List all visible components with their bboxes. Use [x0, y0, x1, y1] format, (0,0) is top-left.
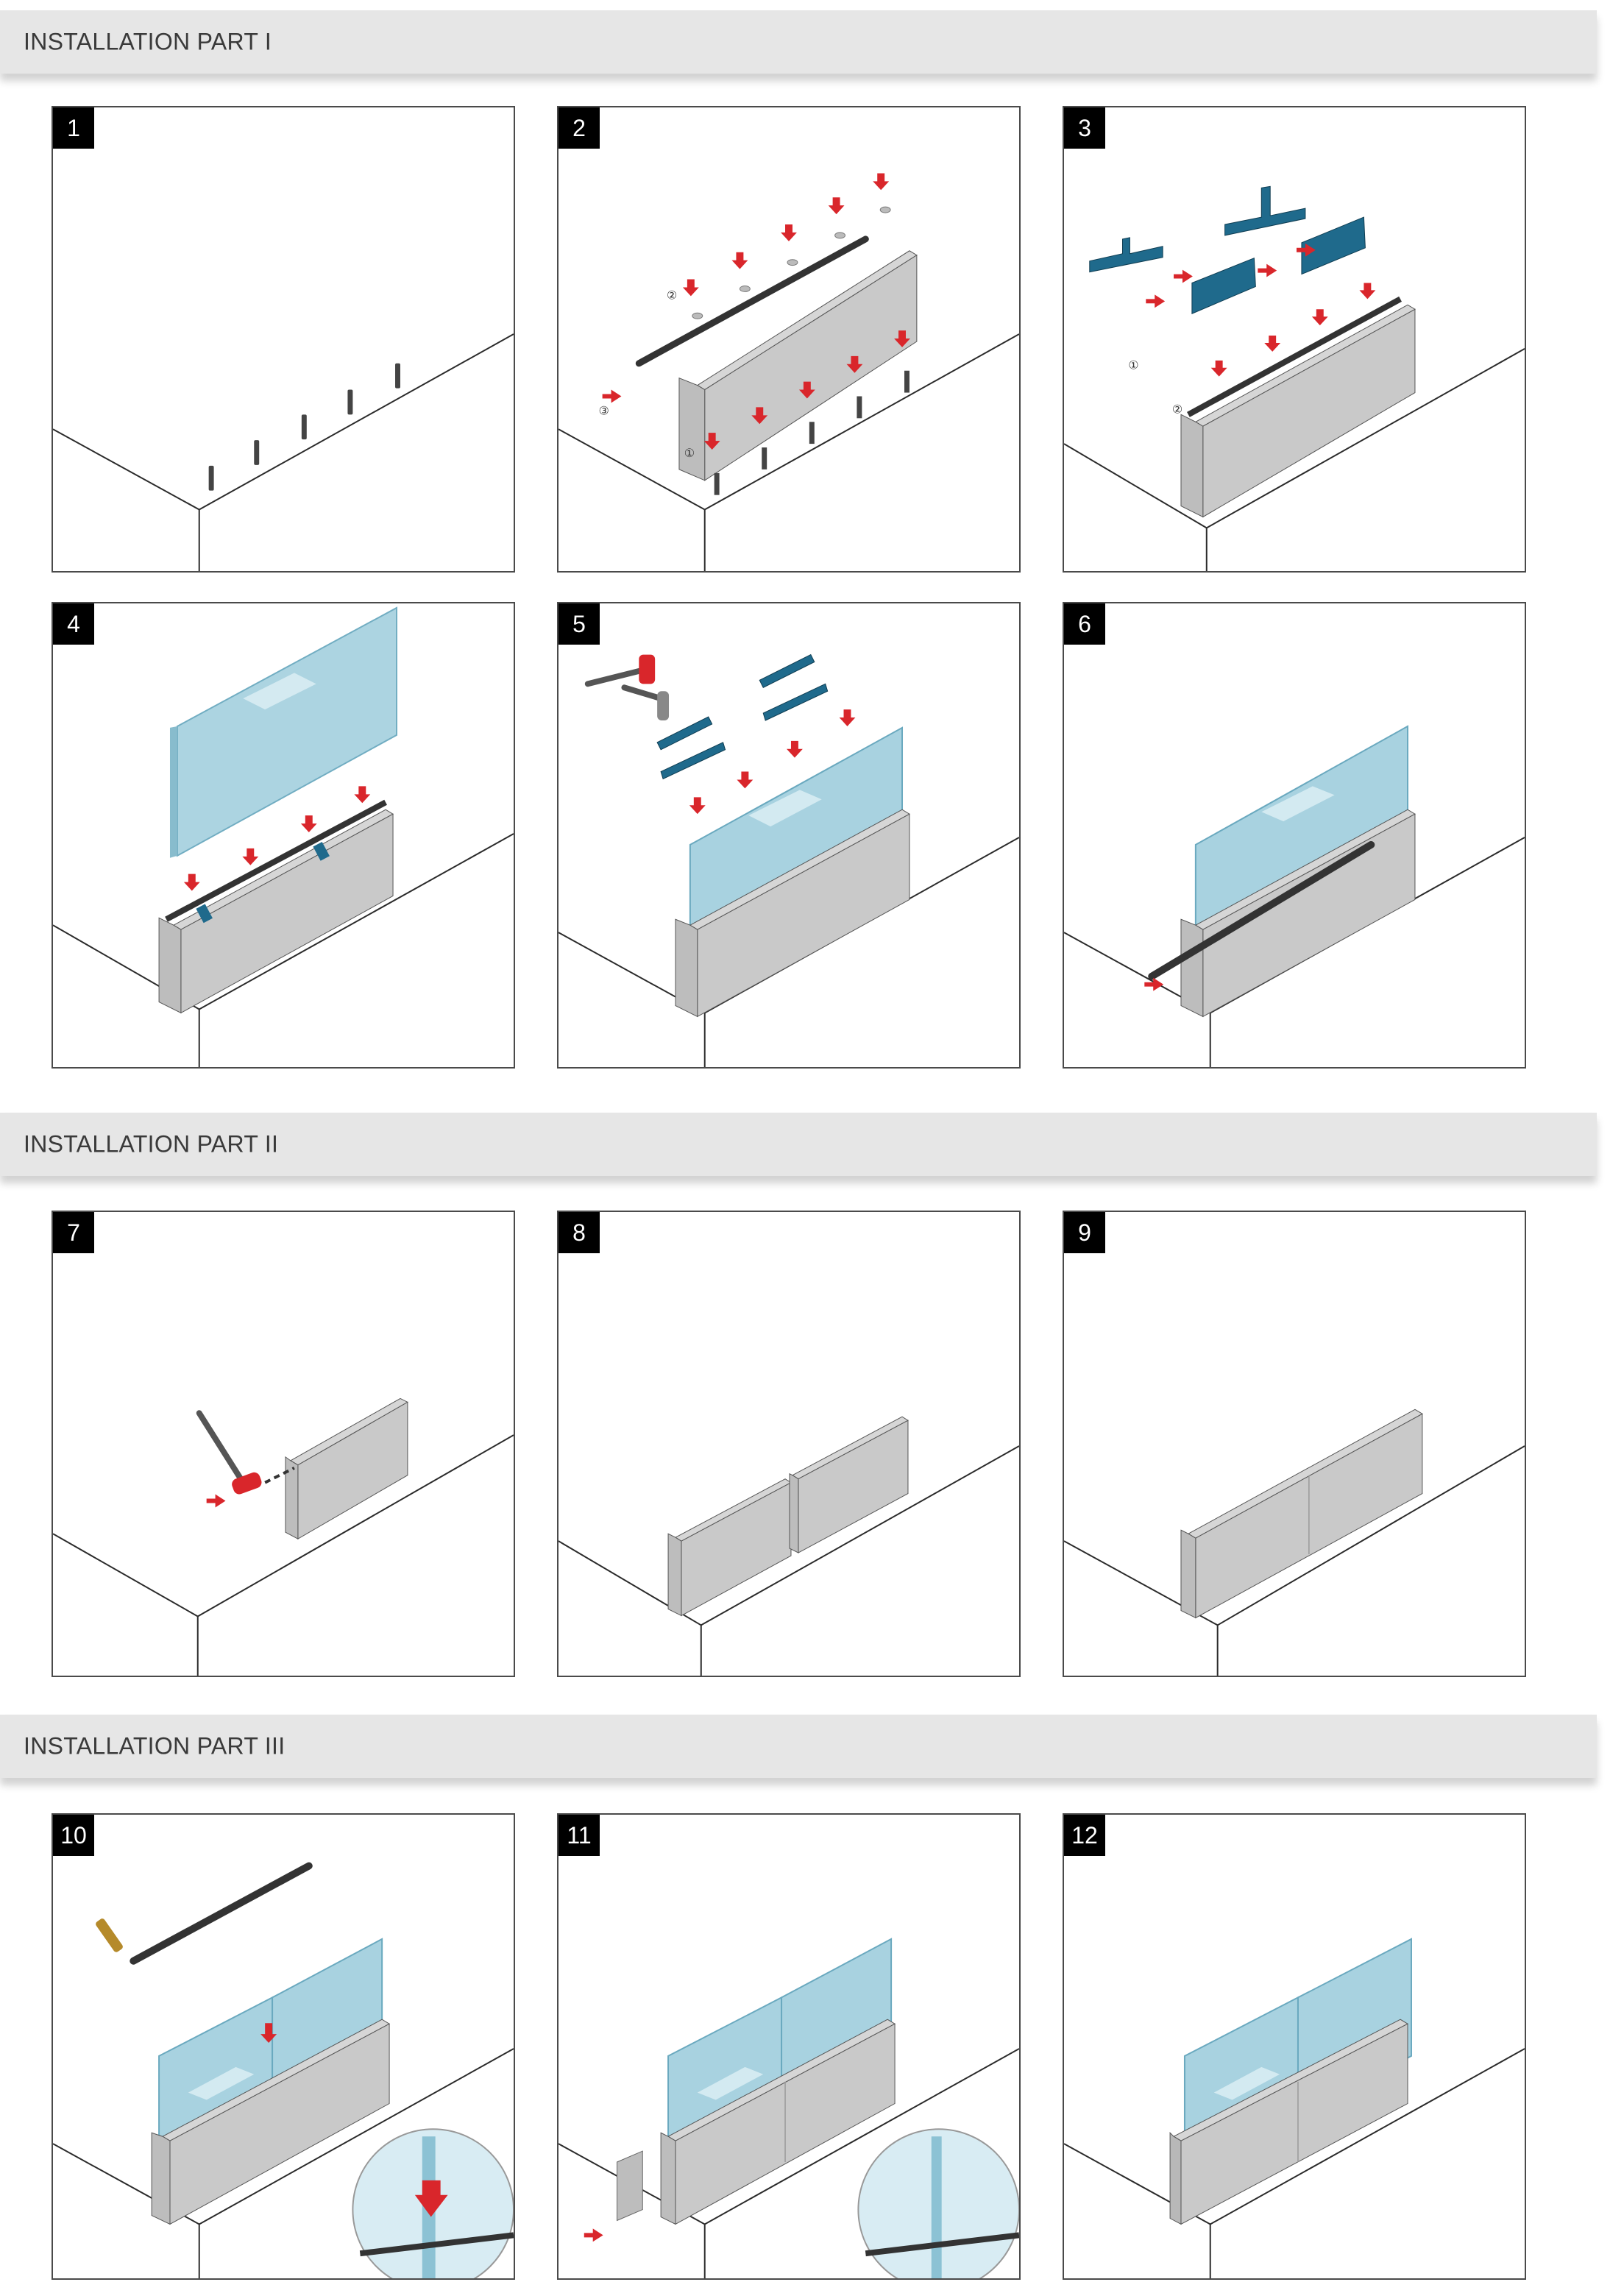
base-profile	[1180, 1408, 1423, 1619]
arrow-icon	[1144, 977, 1164, 991]
base-profile	[1148, 809, 1416, 1018]
section-title: INSTALLATION PART II	[24, 1130, 279, 1158]
base-profile	[667, 1478, 792, 1617]
callout-2: ②	[1172, 402, 1182, 416]
section-header-part-3: INSTALLATION PART III	[0, 1715, 1597, 1778]
base-profile	[285, 1397, 408, 1540]
arrow-icon	[206, 1494, 226, 1508]
step-panel-4: 4	[52, 602, 515, 1069]
anchor-bolt-icon	[714, 370, 909, 495]
arrow-icon	[183, 786, 371, 891]
section-title: INSTALLATION PART I	[24, 28, 272, 55]
end-cap-icon	[616, 2150, 643, 2222]
step-panel-10: 10	[52, 1813, 515, 2280]
step-2-illustration: ② ③ ①	[559, 173, 1019, 571]
step-panel-12: 12	[1063, 1813, 1526, 2280]
detail-zoom-circle	[857, 2128, 1019, 2278]
hammer-icon	[196, 1410, 262, 1495]
step-5-illustration	[559, 653, 1019, 1067]
callout-3: ③	[599, 403, 609, 417]
step-11-illustration	[559, 1938, 1019, 2278]
step-8-illustration	[559, 1416, 1019, 1676]
step-panel-6: 6	[1063, 602, 1526, 1069]
step-panel-7: 7	[52, 1211, 515, 1677]
base-profile	[158, 799, 394, 1014]
section-header-part-2: INSTALLATION PART II	[0, 1113, 1597, 1176]
tool-rod-icon	[96, 1862, 313, 1965]
step-panel-3: 3 ① ②	[1063, 106, 1526, 573]
step-number-badge: 12	[1064, 1815, 1105, 1856]
rubber-strip	[1148, 840, 1375, 980]
step-number-badge: 4	[53, 603, 94, 645]
glass-panel	[169, 606, 398, 858]
callout-1: ①	[1128, 358, 1138, 372]
arrow-icon	[584, 2228, 603, 2242]
step-panel-11: 11	[557, 1813, 1021, 2280]
step-3-illustration: ① ②	[1064, 185, 1525, 571]
base-profile	[635, 235, 918, 481]
step-6-illustration	[1064, 725, 1525, 1067]
callout-2: ②	[667, 288, 677, 302]
step-9-illustration	[1064, 1408, 1525, 1676]
step-number-badge: 5	[559, 603, 600, 645]
base-profile	[1180, 296, 1416, 518]
arrow-icon	[689, 709, 856, 815]
section-header-part-1: INSTALLATION PART I	[0, 10, 1597, 74]
base-profile	[660, 2019, 896, 2225]
step-4-illustration	[53, 606, 514, 1067]
callout-1: ①	[684, 446, 695, 460]
base-profile	[789, 1416, 909, 1553]
step-number-badge: 1	[53, 107, 94, 149]
washer-icon	[692, 206, 891, 319]
step-number-badge: 7	[53, 1212, 94, 1253]
rubber-strip	[635, 235, 869, 367]
step-panel-5: 5	[557, 602, 1021, 1069]
clamp-icon	[656, 653, 829, 780]
step-number-badge: 9	[1064, 1212, 1105, 1253]
step-number-badge: 11	[559, 1815, 600, 1856]
base-profile	[151, 2019, 391, 2225]
hammer-icon	[584, 654, 670, 720]
step-12-illustration	[1064, 1938, 1525, 2278]
step-1-illustration	[53, 333, 514, 571]
step-10-illustration	[53, 1862, 514, 2278]
arrow-icon	[260, 2023, 277, 2044]
clamp-icon	[1089, 185, 1366, 314]
step-panel-8: 8	[557, 1211, 1021, 1677]
step-panel-2: 2	[557, 106, 1021, 573]
anchor-bolt-icon	[208, 363, 400, 491]
step-panel-1: 1	[52, 106, 515, 573]
arrow-icon	[602, 173, 910, 450]
section-title: INSTALLATION PART III	[24, 1732, 286, 1760]
step-7-illustration	[53, 1397, 514, 1676]
step-number-badge: 6	[1064, 603, 1105, 645]
step-number-badge: 3	[1064, 107, 1105, 149]
step-number-badge: 10	[53, 1815, 94, 1856]
arrow-icon	[1146, 243, 1376, 377]
step-number-badge: 2	[559, 107, 600, 149]
base-profile	[675, 809, 910, 1018]
detail-zoom-circle	[352, 2128, 514, 2278]
step-panel-9: 9	[1063, 1211, 1526, 1677]
step-number-badge: 8	[559, 1212, 600, 1253]
base-profile	[1169, 2019, 1409, 2225]
